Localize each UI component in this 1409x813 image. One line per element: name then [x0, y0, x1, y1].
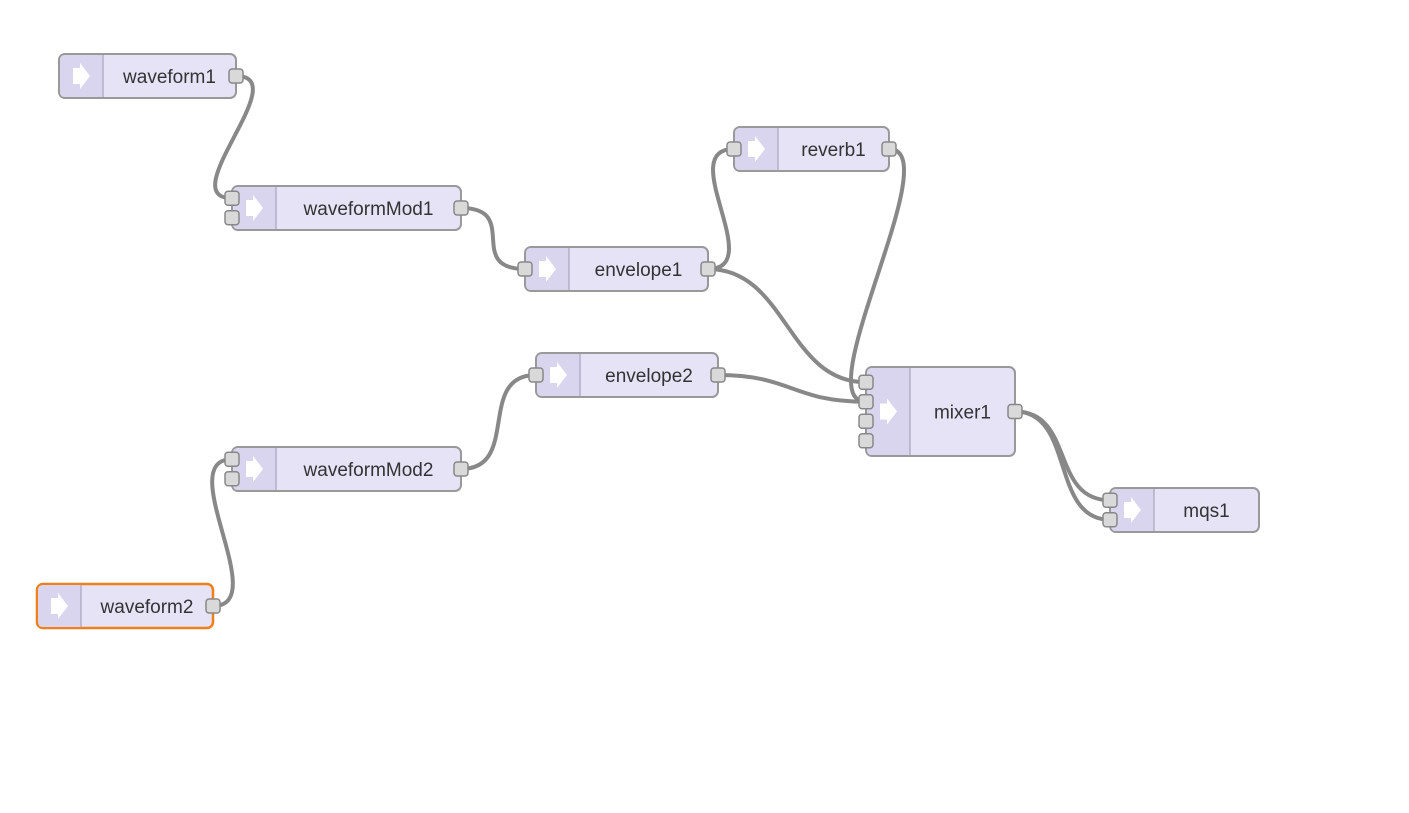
output-port[interactable] [700, 261, 716, 277]
output-port[interactable] [710, 367, 726, 383]
input-port-1[interactable] [726, 141, 742, 157]
arrow-right-icon [880, 398, 897, 425]
node-waveformMod2[interactable]: waveformMod2 [224, 446, 469, 492]
wire-envelope2-to-mixer1[interactable] [716, 373, 868, 404]
node-label: mixer1 [934, 403, 991, 424]
input-port-1[interactable] [528, 367, 544, 383]
output-port[interactable] [205, 598, 221, 614]
output-port[interactable] [453, 200, 469, 216]
wire-mixer1-to-mqs1[interactable] [1013, 409, 1112, 522]
output-port[interactable] [1007, 403, 1023, 420]
arrow-right-icon [539, 256, 556, 282]
arrow-right-icon [51, 593, 68, 619]
output-port[interactable] [881, 141, 897, 157]
arrow-right-icon [73, 63, 90, 89]
node-label: reverb1 [801, 140, 865, 161]
node-label: waveform2 [100, 597, 194, 618]
arrow-right-icon [748, 136, 765, 162]
input-port-1[interactable] [858, 374, 874, 390]
node-waveform1[interactable]: waveform1 [58, 53, 244, 99]
input-port-1[interactable] [1102, 492, 1118, 508]
node-envelope1[interactable]: envelope1 [517, 246, 716, 292]
wire-mixer1-to-mqs1[interactable] [1013, 409, 1112, 503]
arrow-right-icon [1124, 497, 1141, 523]
node-label: envelope2 [605, 366, 693, 387]
output-port[interactable] [453, 461, 469, 477]
output-port[interactable] [228, 68, 244, 84]
wire-waveformMod1-to-envelope1[interactable] [459, 206, 527, 271]
wire-waveform1-to-waveformMod1[interactable] [213, 74, 255, 201]
arrow-right-icon [550, 362, 567, 388]
arrow-right-icon [246, 195, 263, 221]
node-envelope2[interactable]: envelope2 [528, 352, 726, 398]
nodes-layer: waveform1 waveformMod1 envelope1 reverb1 env… [35, 53, 1260, 630]
input-port-3[interactable] [858, 413, 874, 429]
node-label: waveformMod1 [303, 199, 434, 220]
wire-envelope1-to-reverb1[interactable] [706, 147, 736, 271]
wire-envelope1-to-mixer1[interactable] [706, 267, 868, 385]
input-port-1[interactable] [224, 190, 240, 206]
node-mqs1[interactable]: mqs1 [1102, 487, 1260, 533]
input-port-1[interactable] [517, 261, 533, 277]
wire-reverb1-to-mixer1[interactable] [849, 147, 906, 404]
node-mixer1[interactable]: mixer1 [858, 366, 1023, 457]
arrow-right-icon [246, 456, 263, 482]
wire-waveformMod2-to-envelope2[interactable] [459, 373, 538, 471]
input-port-2[interactable] [224, 471, 240, 487]
node-label: waveformMod2 [303, 460, 434, 481]
input-port-2[interactable] [224, 210, 240, 226]
input-port-2[interactable] [858, 394, 874, 410]
node-reverb1[interactable]: reverb1 [726, 126, 897, 172]
node-waveformMod1[interactable]: waveformMod1 [224, 185, 469, 231]
wire-waveform2-to-waveformMod2[interactable] [210, 457, 235, 608]
node-label: waveform1 [122, 67, 216, 88]
input-port-2[interactable] [1102, 512, 1118, 528]
input-port-1[interactable] [224, 451, 240, 467]
node-waveform2[interactable]: waveform2 [35, 582, 221, 630]
node-label: mqs1 [1183, 501, 1229, 522]
input-port-4[interactable] [858, 433, 874, 449]
node-label: envelope1 [595, 260, 683, 281]
wires-layer [210, 74, 1112, 608]
